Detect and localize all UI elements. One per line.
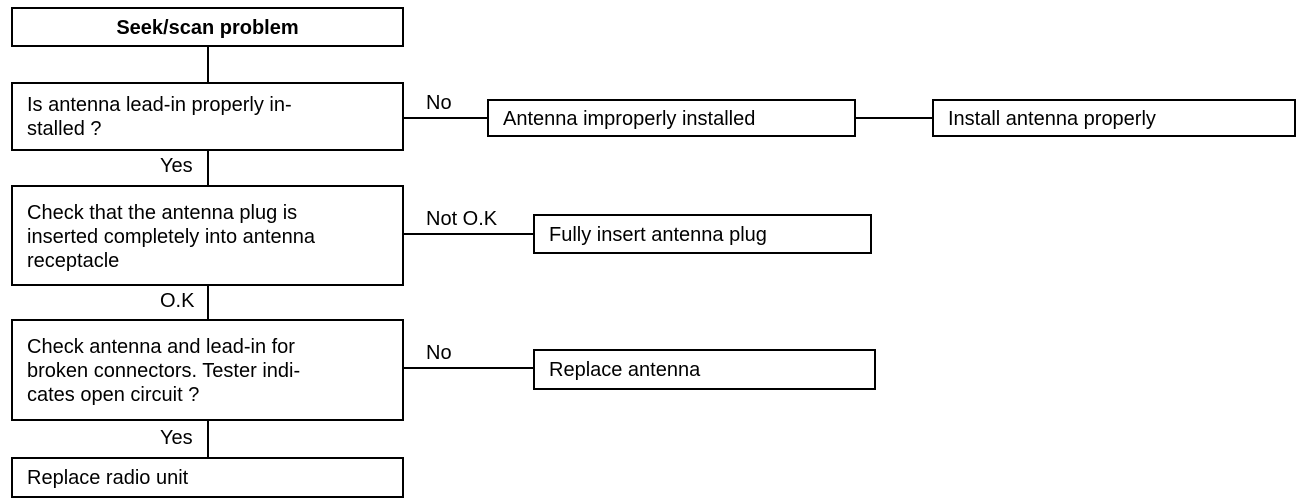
action-replace-antenna: Replace antenna <box>533 349 876 390</box>
edge-label-q2-notok: Not O.K <box>424 208 500 230</box>
edge-label-q3-no: No <box>424 342 454 364</box>
result-antenna-improper-label: Antenna improperly installed <box>503 108 756 130</box>
start-node-label: Seek/scan problem <box>116 17 299 39</box>
action-install-antenna: Install antenna properly <box>932 99 1296 137</box>
edge-label-q1-no: No <box>424 92 454 114</box>
result-antenna-improper: Antenna improperly installed <box>487 99 856 137</box>
start-node: Seek/scan problem <box>11 7 404 47</box>
action-install-antenna-label: Install antenna properly <box>948 108 1156 130</box>
action-replace-radio-label: Replace radio unit <box>27 467 189 489</box>
edge-label-q2-ok: O.K <box>158 290 197 312</box>
question-broken-connectors: Check antenna and lead-in for broken con… <box>11 319 404 421</box>
question-antenna-plug: Check that the antenna plug is inserted … <box>11 185 404 286</box>
edge-label-q1-yes: Yes <box>158 155 195 177</box>
edge-label-q3-yes: Yes <box>158 427 195 449</box>
action-replace-radio: Replace radio unit <box>11 457 404 498</box>
question-antenna-installed: Is antenna lead-in properly in- stalled … <box>11 82 404 151</box>
action-replace-antenna-label: Replace antenna <box>549 359 701 381</box>
action-insert-plug-label: Fully insert antenna plug <box>549 224 767 246</box>
action-insert-plug: Fully insert antenna plug <box>533 214 872 254</box>
